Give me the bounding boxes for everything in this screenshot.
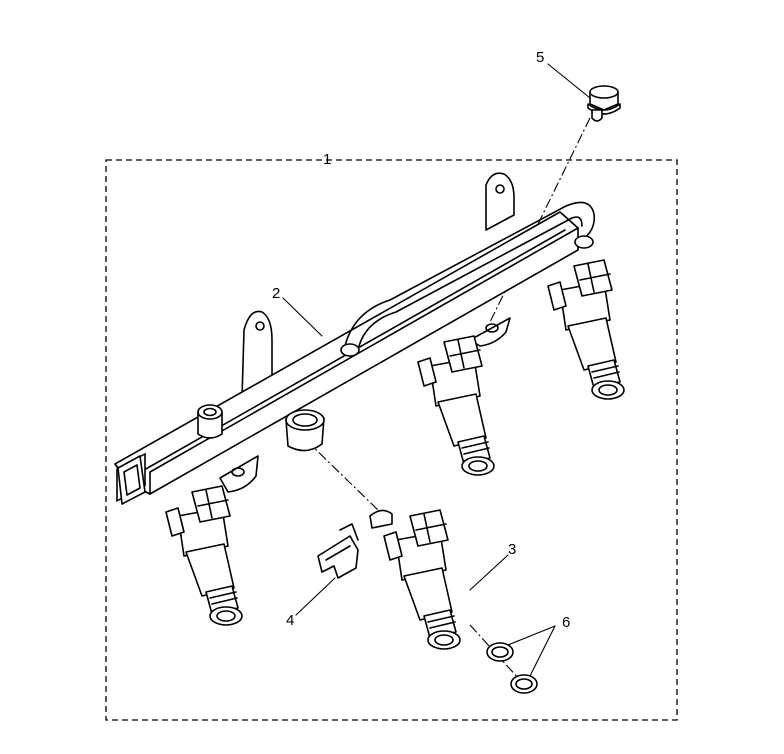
o-rings: [486, 642, 538, 694]
injector-rear-right: [547, 259, 625, 400]
injector-cup: [285, 409, 325, 452]
callout-5: 5: [536, 49, 544, 66]
retaining-clip: [317, 523, 359, 579]
mounting-brackets: [219, 172, 515, 493]
callout-4: 4: [286, 612, 294, 629]
fuel-rail: [114, 211, 579, 505]
leader-lines: [282, 63, 591, 681]
callout-2: 2: [272, 285, 280, 302]
test-port: [197, 404, 223, 439]
mounting-bolt: [587, 85, 621, 122]
injector-rear-mid: [417, 335, 495, 476]
assembly-boundary: [105, 159, 678, 721]
return-pipe: [340, 201, 596, 357]
callout-labels: 1 2 3 4 5 6: [272, 49, 570, 631]
callout-3: 3: [508, 541, 516, 558]
callout-1: 1: [323, 151, 331, 168]
callout-6: 6: [562, 614, 570, 631]
injector-front-left: [165, 485, 243, 626]
injector-exploded: [369, 509, 461, 650]
